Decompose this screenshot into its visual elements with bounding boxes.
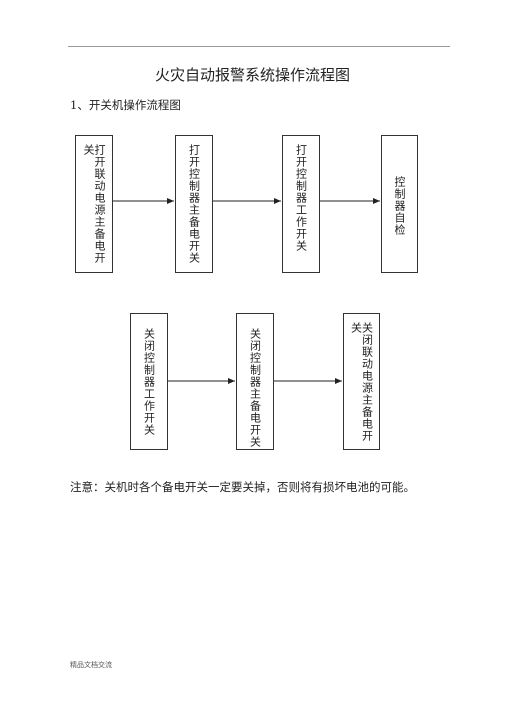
- flow-on-step-2: 打开控制器主备电开关: [175, 135, 213, 273]
- flow-on-step-3-label: 打开控制器工作开关: [294, 144, 308, 252]
- document-title: 火灾自动报警系统操作流程图: [154, 66, 350, 84]
- header-rule: [68, 46, 450, 47]
- flow-off-step-2: 关闭控制器主备电开关: [236, 313, 274, 450]
- section-heading: 1、开关机操作流程图: [70, 98, 181, 112]
- page-footer: 精品文档交流: [70, 661, 112, 669]
- flow-on-step-1: 打开联动电源主备电开关: [75, 135, 113, 273]
- flow-on-step-4-label: 控制器自检: [393, 176, 406, 236]
- flow-off-step-1-label: 关闭控制器工作开关: [142, 328, 156, 436]
- flow-on-step-3: 打开控制器工作开关: [282, 135, 320, 273]
- flow-off-step-3: 关闭联动电源主备电开关: [343, 313, 380, 450]
- caution-note: 注意：关机时各个备电开关一定要关掉，否则将有损坏电池的可能。: [70, 480, 415, 494]
- flow-on-step-2-label: 打开控制器主备电开关: [187, 144, 201, 264]
- flow-off-step-3-label: 关闭联动电源主备电开关: [349, 322, 374, 442]
- flow-off-step-2-label: 关闭控制器主备电开关: [248, 328, 262, 448]
- flow-off-step-1: 关闭控制器工作开关: [130, 313, 168, 450]
- flow-on-step-1-label: 打开联动电源主备电开关: [82, 144, 106, 264]
- flow-on-step-4: 控制器自检: [381, 135, 418, 273]
